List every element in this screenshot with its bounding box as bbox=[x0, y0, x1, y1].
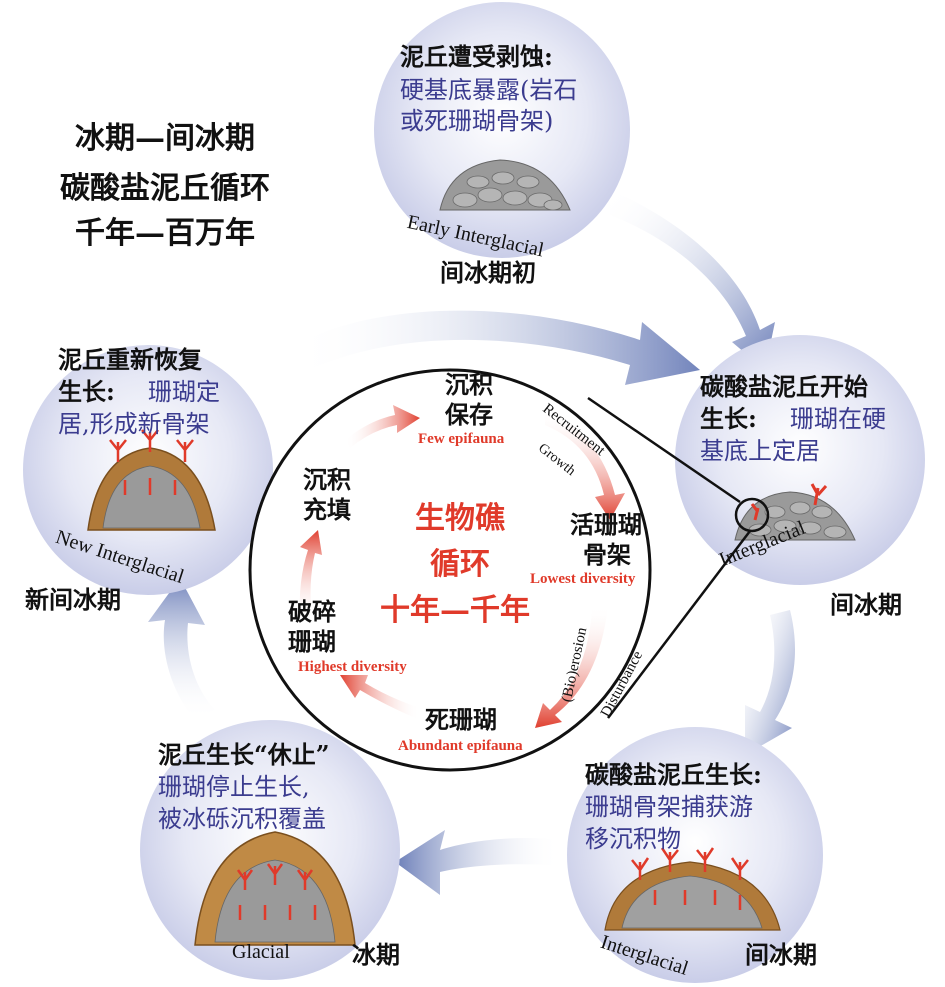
arrow-interglacial-down bbox=[745, 610, 795, 755]
red-arrow-left bbox=[299, 530, 322, 620]
start-desc-1: 珊瑚在硬 bbox=[790, 405, 886, 433]
start-heading: 碳酸盐泥丘开始 bbox=[700, 372, 868, 401]
arrow-glacial-up bbox=[148, 578, 215, 720]
center-line-2: 循环 bbox=[430, 547, 490, 582]
mound-glacial bbox=[194, 831, 356, 946]
broken-coral-en: Highest diversity bbox=[298, 659, 407, 675]
glacial-heading: 泥丘生长“休止” bbox=[158, 740, 330, 769]
growth-desc-2: 移沉积物 bbox=[585, 825, 681, 853]
early-desc-1: 硬基底暴露(岩石 bbox=[400, 76, 578, 104]
dead-coral: 死珊瑚 bbox=[425, 705, 497, 734]
mound-early-interglacial bbox=[439, 159, 571, 211]
new-desc-1: 珊瑚定 bbox=[148, 378, 220, 406]
glacial-en-label: Glacial bbox=[232, 941, 290, 963]
broken-coral-line-2: 珊瑚 bbox=[288, 627, 336, 656]
new-heading-2: 生长: bbox=[58, 377, 115, 406]
mound-interglacial-growth bbox=[604, 847, 781, 931]
start-cn-label: 间冰期 bbox=[830, 590, 902, 619]
mound-new-interglacial bbox=[87, 429, 216, 531]
fill-line-1: 沉积 bbox=[303, 465, 351, 494]
glacial-desc-1: 珊瑚停止生长, bbox=[158, 773, 310, 801]
new-desc-2: 居,形成新骨架 bbox=[58, 410, 210, 438]
title-line-3: 千年—百万年 bbox=[75, 216, 255, 251]
growth-desc-1: 珊瑚骨架捕获游 bbox=[585, 793, 753, 821]
zoom-circle bbox=[734, 497, 770, 533]
red-arrow-top bbox=[345, 405, 420, 448]
glacial-cn-label: 冰期 bbox=[352, 940, 400, 969]
preserved-line-2: 保存 bbox=[445, 400, 493, 429]
live-coral-line-1: 活珊瑚 bbox=[570, 510, 642, 539]
new-cn-label: 新间冰期 bbox=[25, 585, 121, 614]
live-coral-en: Lowest diversity bbox=[530, 571, 636, 587]
growth-cn-label: 间冰期 bbox=[745, 940, 817, 969]
new-heading: 泥丘重新恢复 bbox=[58, 345, 202, 374]
live-coral-line-2: 骨架 bbox=[583, 540, 631, 569]
center-line-3: 十年—千年 bbox=[380, 593, 530, 628]
arrow-new-to-interglacial bbox=[295, 310, 700, 385]
broken-coral-line-1: 破碎 bbox=[288, 597, 336, 626]
red-arrow-bottom bbox=[340, 675, 420, 720]
fill-line-2: 充填 bbox=[303, 495, 351, 524]
start-heading-2: 生长: bbox=[700, 404, 757, 433]
title-line-1: 冰期—间冰期 bbox=[75, 121, 255, 156]
red-arrow-right-bottom bbox=[535, 605, 608, 728]
title-line-2: 碳酸盐泥丘循环 bbox=[60, 171, 270, 206]
preserved-line-1: 沉积 bbox=[445, 370, 493, 399]
preserved-en: Few epifauna bbox=[418, 431, 505, 447]
dead-coral-en: Abundant epifauna bbox=[398, 738, 523, 754]
glacial-desc-2: 被冰砾沉积覆盖 bbox=[158, 805, 326, 833]
arrow-growth-to-glacial bbox=[395, 830, 560, 895]
early-heading: 泥丘遭受剥蚀: bbox=[400, 42, 553, 71]
center-line-1: 生物礁 bbox=[415, 501, 505, 536]
start-desc-2: 基底上定居 bbox=[700, 437, 820, 465]
red-arrow-right-top bbox=[545, 410, 625, 520]
early-cn-label: 间冰期初 bbox=[440, 258, 536, 287]
growth-heading: 碳酸盐泥丘生长: bbox=[585, 760, 762, 789]
bubble-early-interglacial bbox=[374, 2, 630, 258]
early-desc-2: 或死珊瑚骨架) bbox=[400, 107, 554, 135]
reef-cycle-circle bbox=[248, 368, 652, 772]
